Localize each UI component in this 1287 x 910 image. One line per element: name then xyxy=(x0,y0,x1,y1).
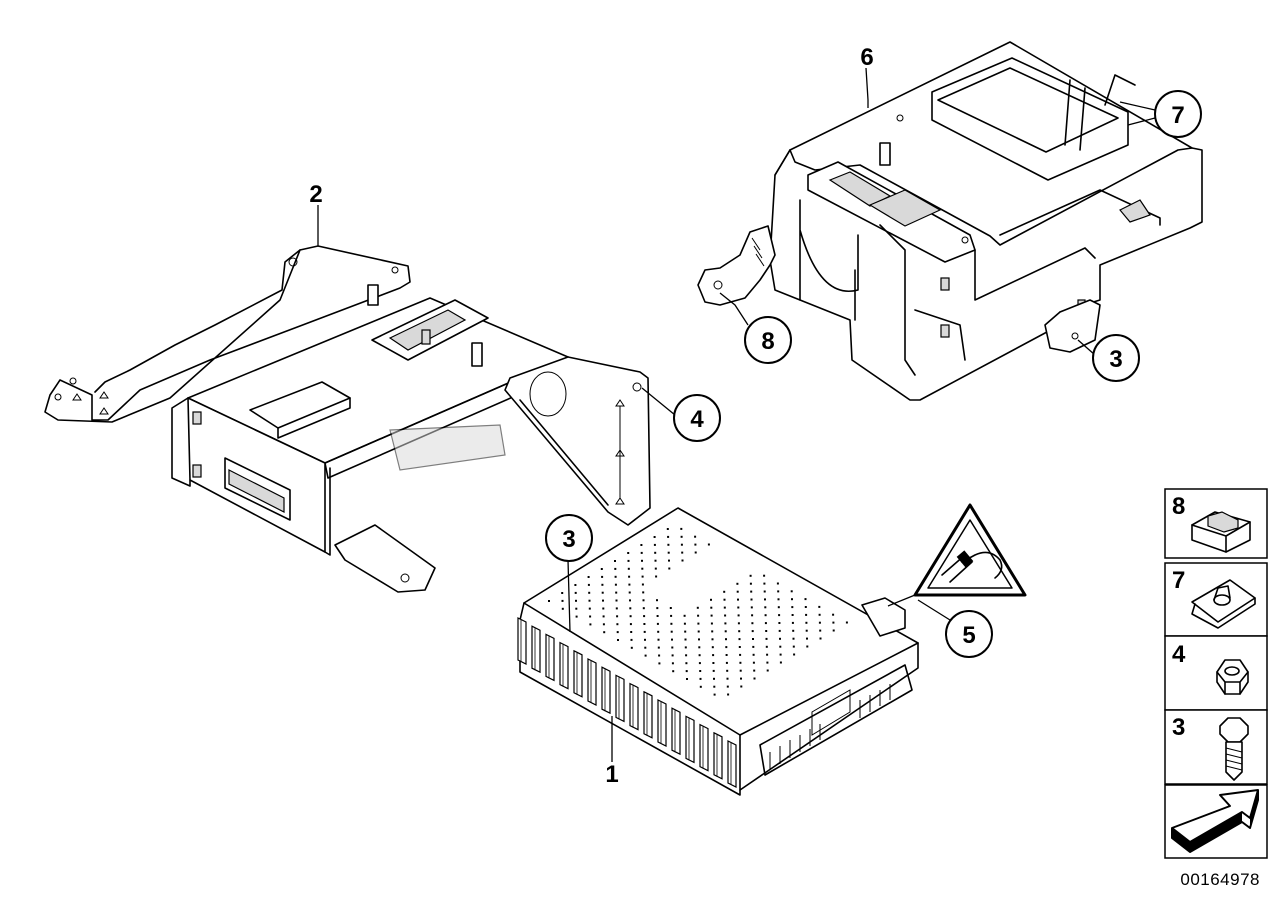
warning-triangle-icon xyxy=(913,503,1027,597)
label-part-2: 2 xyxy=(309,181,322,208)
svg-text:3: 3 xyxy=(562,526,575,553)
svg-text:8: 8 xyxy=(761,328,774,355)
legend-label-8: 8 xyxy=(1172,493,1185,520)
svg-text:7: 7 xyxy=(1171,102,1184,129)
callout-7: 7 xyxy=(1154,90,1202,138)
direction-arrow-icon xyxy=(1171,789,1259,853)
leader-lines xyxy=(317,67,1156,762)
legend-label-3: 3 xyxy=(1172,714,1185,741)
callout-5: 5 xyxy=(945,610,993,658)
callout-3-right: 3 xyxy=(1092,334,1140,382)
callout-4: 4 xyxy=(673,394,721,442)
label-part-6: 6 xyxy=(860,44,873,71)
perforation-pattern xyxy=(548,527,848,696)
legend-label-4: 4 xyxy=(1172,641,1186,668)
callout-3-left: 3 xyxy=(545,514,593,562)
clamp-clip-icon xyxy=(1191,511,1251,553)
svg-text:3: 3 xyxy=(1109,346,1122,373)
heatsink-fins xyxy=(517,617,737,788)
label-part-1: 1 xyxy=(605,761,618,788)
callout-8: 8 xyxy=(744,316,792,364)
parts-legend: 8 7 4 3 xyxy=(1164,488,1268,859)
svg-text:4: 4 xyxy=(690,406,704,433)
hex-nut-icon xyxy=(1216,659,1249,695)
hex-bolt-icon xyxy=(1219,717,1249,781)
legend-label-7: 7 xyxy=(1172,567,1185,594)
amplifier-part-1 xyxy=(517,507,919,796)
svg-text:5: 5 xyxy=(962,622,975,649)
carrier-part-6 xyxy=(697,41,1203,401)
document-id: 00164978 xyxy=(1180,870,1260,889)
spring-nut-icon xyxy=(1191,579,1256,629)
bracket-part-2 xyxy=(44,245,651,593)
